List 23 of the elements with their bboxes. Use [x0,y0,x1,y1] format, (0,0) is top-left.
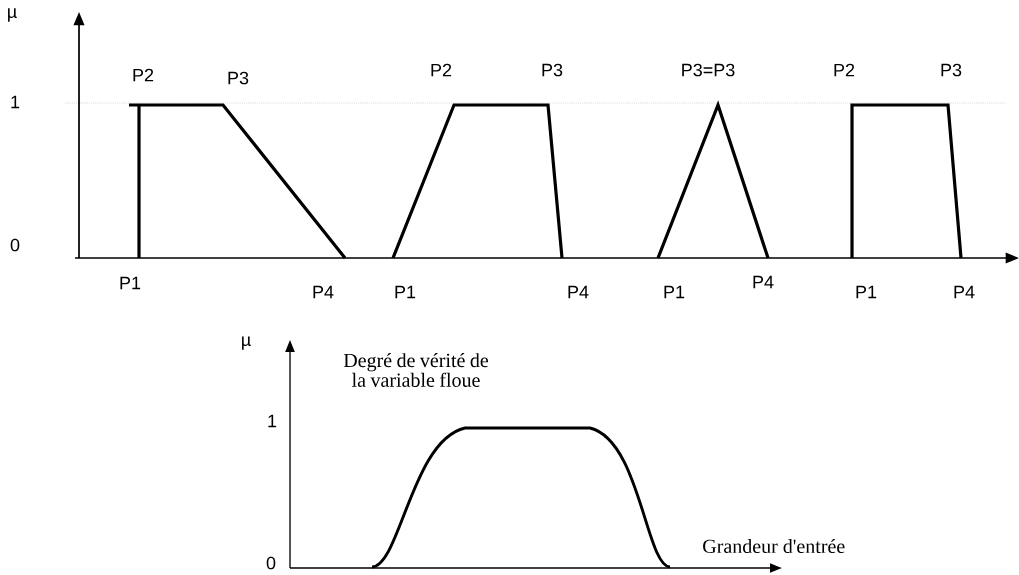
point-label: P4 [313,285,334,299]
point-label: P3 [941,63,962,77]
tick-label: 1 [268,414,277,428]
axis-label: µ [8,8,17,22]
point-label: P4 [568,285,589,299]
point-label: P1 [395,285,416,299]
point-label: P3 [542,63,563,77]
tick-label: 1 [11,95,20,109]
tick-label: 0 [10,238,20,252]
point-label: P1 [856,285,877,299]
point-label: P4 [954,285,975,299]
point-label: P1 [664,285,685,299]
point-label: P2 [431,63,452,77]
axis-label: µ [242,336,251,350]
axis-title: Grandeur d'entrée [703,538,845,554]
point-label: P2 [834,63,855,77]
point-label: P3=P3 [682,63,735,77]
point-label: P4 [753,275,774,289]
point-label: P1 [120,276,141,290]
point-label: P3 [228,71,249,85]
axis-title: Degré de vérité de la variable floue [343,353,489,387]
point-label: P2 [133,68,154,82]
tick-label: 0 [266,556,276,570]
